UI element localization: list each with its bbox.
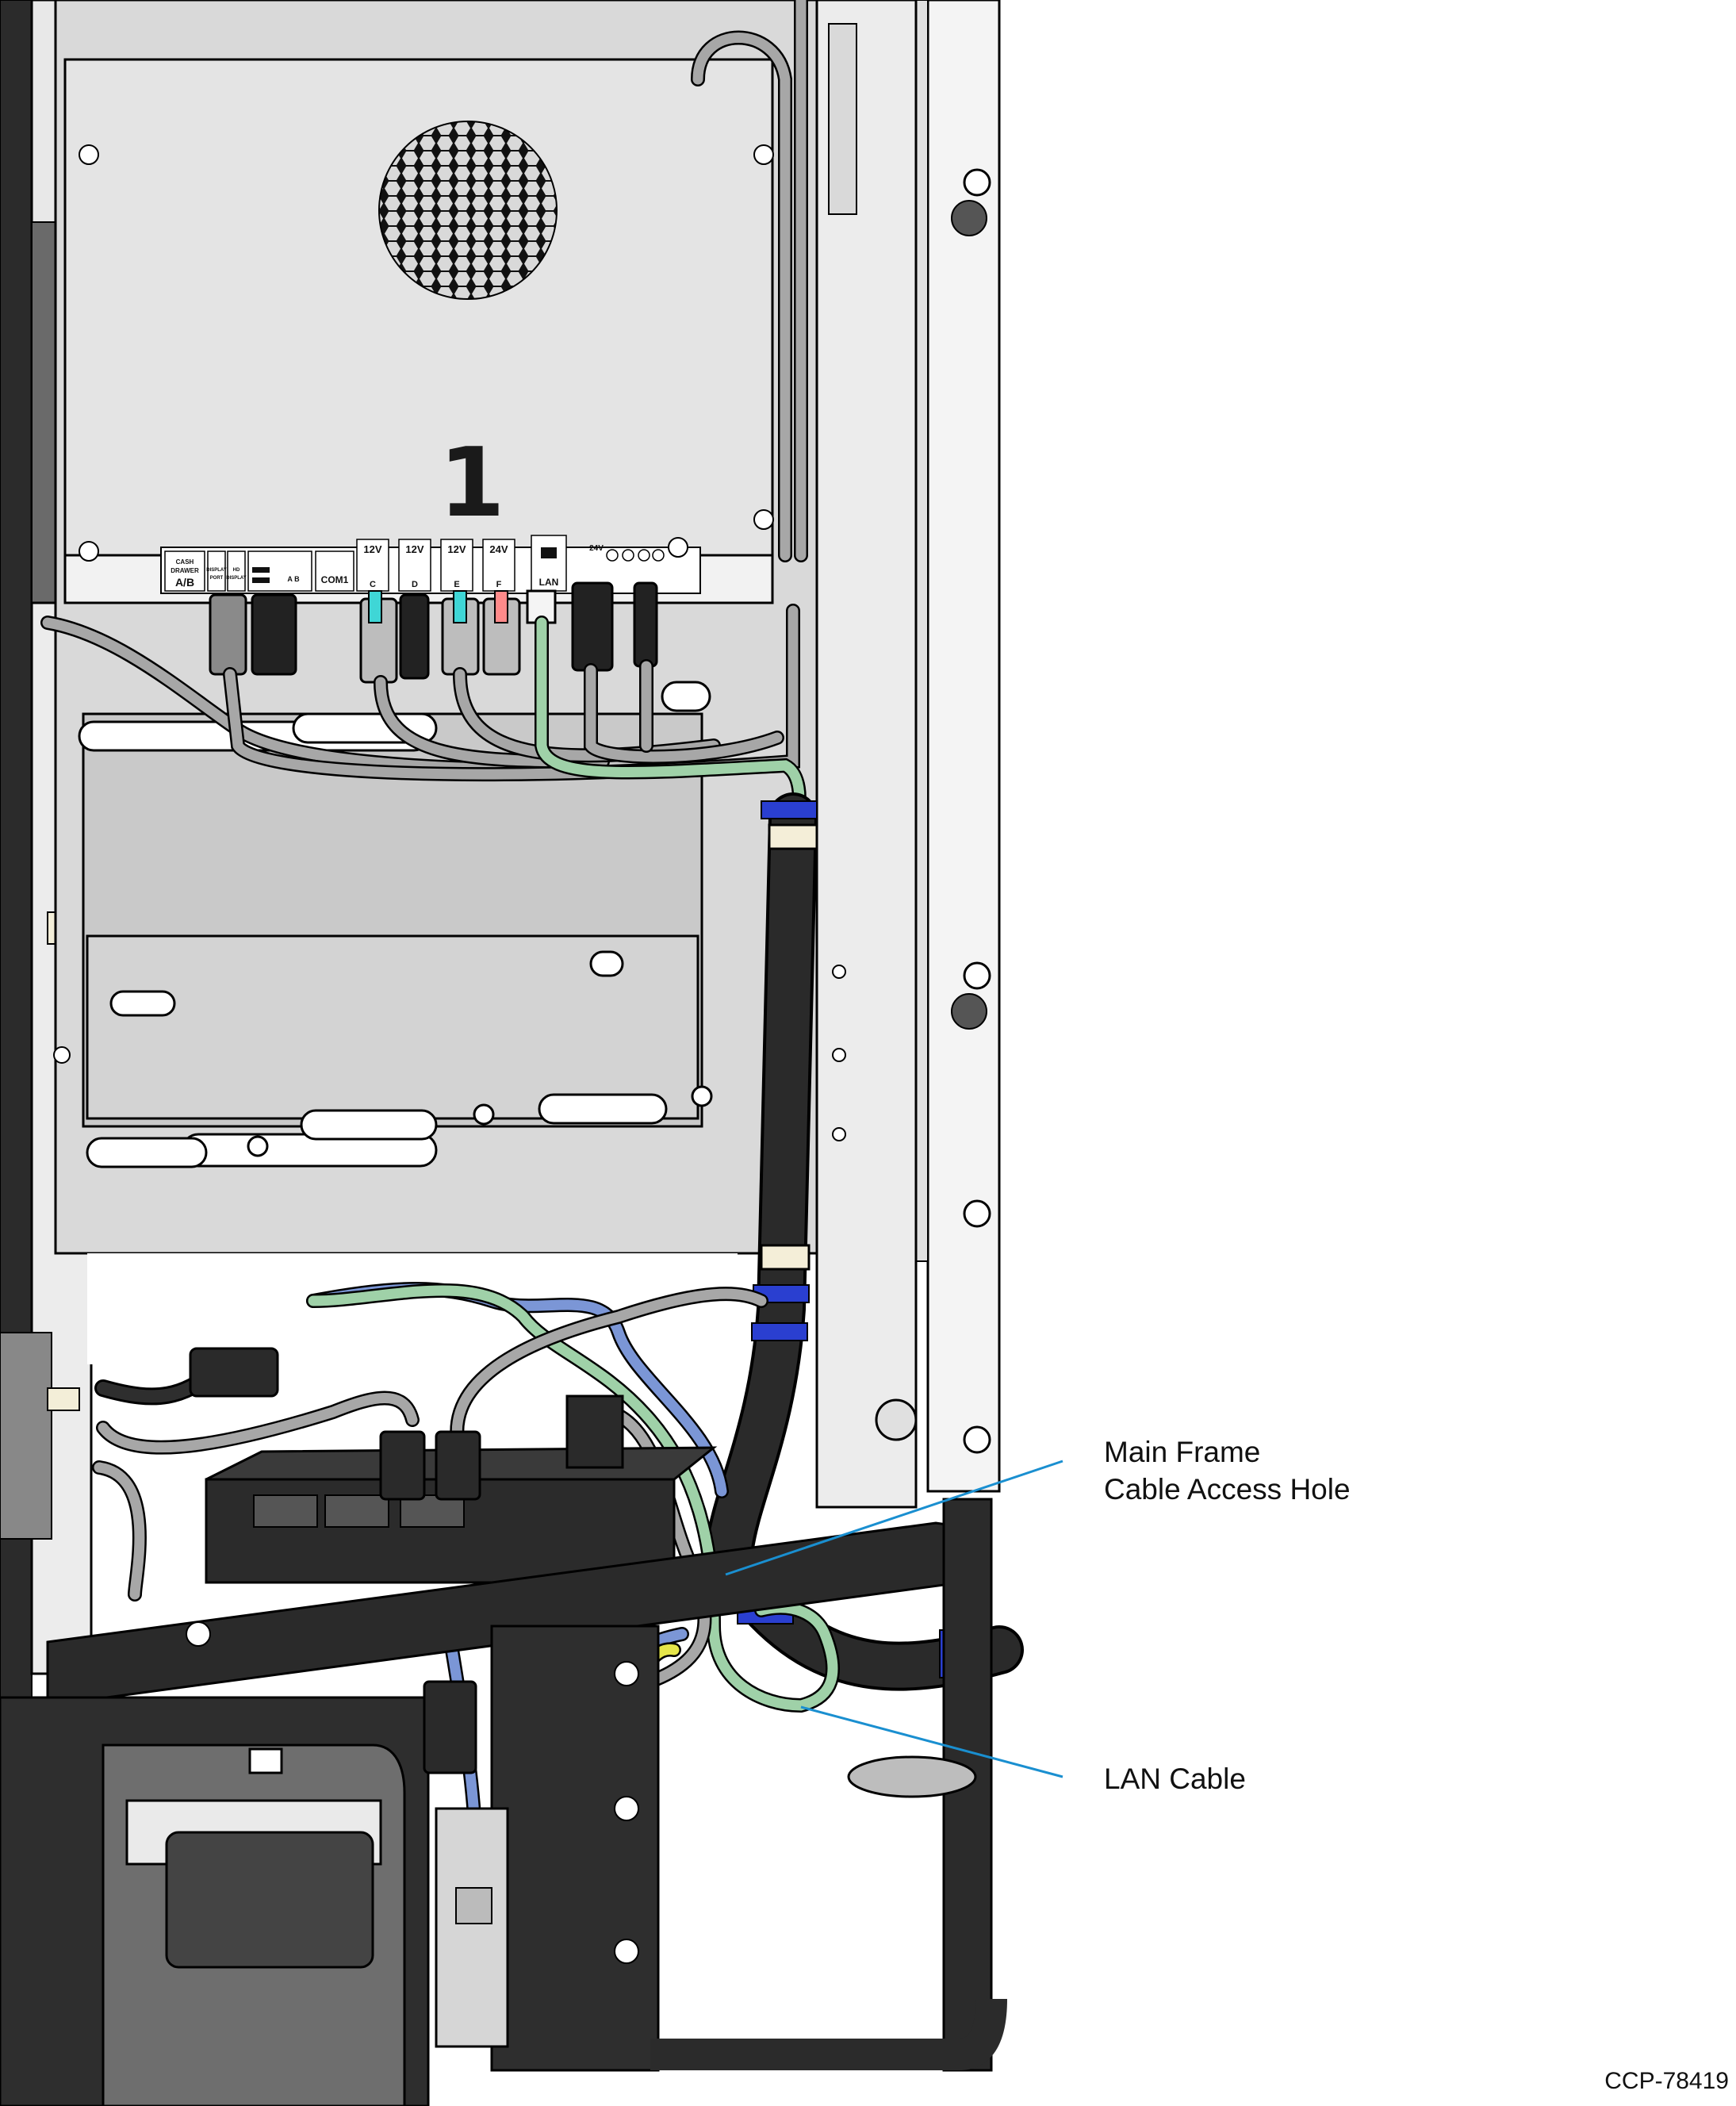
svg-text:DRAWER: DRAWER <box>171 567 199 574</box>
vent-grille <box>378 121 558 300</box>
port-lan: LAN <box>531 535 567 592</box>
svg-text:COM1: COM1 <box>321 574 349 585</box>
svg-text:LAN: LAN <box>539 577 559 588</box>
power-icon <box>668 537 688 558</box>
callout-lines <box>725 1460 1063 1778</box>
callout-label-line1: LAN Cable <box>1104 1763 1246 1795</box>
base-frame <box>46 1398 1007 2072</box>
svg-text:12V: 12V <box>447 543 466 555</box>
screw-icon <box>753 144 774 165</box>
screw-icon <box>614 1796 639 1821</box>
port-12v-c: 12V C <box>356 539 389 592</box>
svg-text:12V: 12V <box>405 543 423 555</box>
svg-text:DISPLAY: DISPLAY <box>226 576 246 581</box>
callout-lan-cable: LAN Cable <box>1104 1763 1246 1795</box>
screw-icon <box>79 541 99 562</box>
screw-icon <box>186 1621 211 1647</box>
screw-icon <box>614 1939 639 1964</box>
port-com1: COM1 <box>315 550 354 592</box>
svg-text:DISPLAY: DISPLAY <box>206 568 226 573</box>
svg-text:A B: A B <box>287 575 300 583</box>
svg-text:D: D <box>412 580 418 589</box>
svg-text:F: F <box>496 580 502 589</box>
screw-icon <box>79 144 99 165</box>
svg-text:PORT: PORT <box>210 576 224 581</box>
port-display: DISPLAY PORT <box>206 550 227 592</box>
port-24v-power: 24V <box>589 537 688 562</box>
svg-text:A/B: A/B <box>175 576 194 589</box>
port-hd-display: HD DISPLAY <box>226 550 247 592</box>
svg-text:24V: 24V <box>489 543 508 555</box>
computer-unit: 1 <box>63 58 774 604</box>
screw-icon <box>963 1199 991 1228</box>
port-24v-f: 24V F <box>482 539 515 592</box>
screw-icon <box>963 1425 991 1454</box>
port-plugs <box>209 581 658 684</box>
vertical-rail <box>815 0 918 1509</box>
screw-icon <box>753 509 774 530</box>
cable-tie <box>751 1322 808 1341</box>
port-usb-ab: A B <box>247 550 312 592</box>
svg-text:HD: HD <box>233 568 240 573</box>
port-panel: CASH DRAWER A/B DISPLAY PORT HD DISPLAY … <box>160 535 701 594</box>
callout-label-line1: Main Frame <box>1104 1436 1260 1468</box>
svg-text:C: C <box>370 580 376 589</box>
port-12v-e: 12V E <box>440 539 473 592</box>
screw-icon <box>614 1661 639 1686</box>
upper-cables <box>40 0 808 820</box>
svg-text:12V: 12V <box>363 543 381 555</box>
right-frame <box>911 0 1001 1493</box>
port-cash-drawer: CASH DRAWER A/B <box>164 550 205 592</box>
printer <box>0 1680 509 2106</box>
screw-icon <box>963 961 991 990</box>
callout-label-line2: Cable Access Hole <box>1104 1473 1351 1506</box>
callout-line-lan-cable <box>800 1705 1063 1778</box>
svg-text:24V: 24V <box>589 544 604 553</box>
svg-text:E: E <box>454 580 459 589</box>
power-strip <box>189 1347 718 1584</box>
callout-main-frame-hole: Main Frame Cable Access Hole <box>1104 1436 1351 1506</box>
svg-text:CASH: CASH <box>176 558 194 566</box>
figure-id: CCP-78419 <box>1604 2068 1729 2094</box>
screw-icon <box>963 168 991 197</box>
step-number: 1 <box>439 428 505 539</box>
cable-tie <box>761 800 818 819</box>
callout-line-access-hole <box>725 1460 1063 1576</box>
port-12v-d: 12V D <box>398 539 431 592</box>
